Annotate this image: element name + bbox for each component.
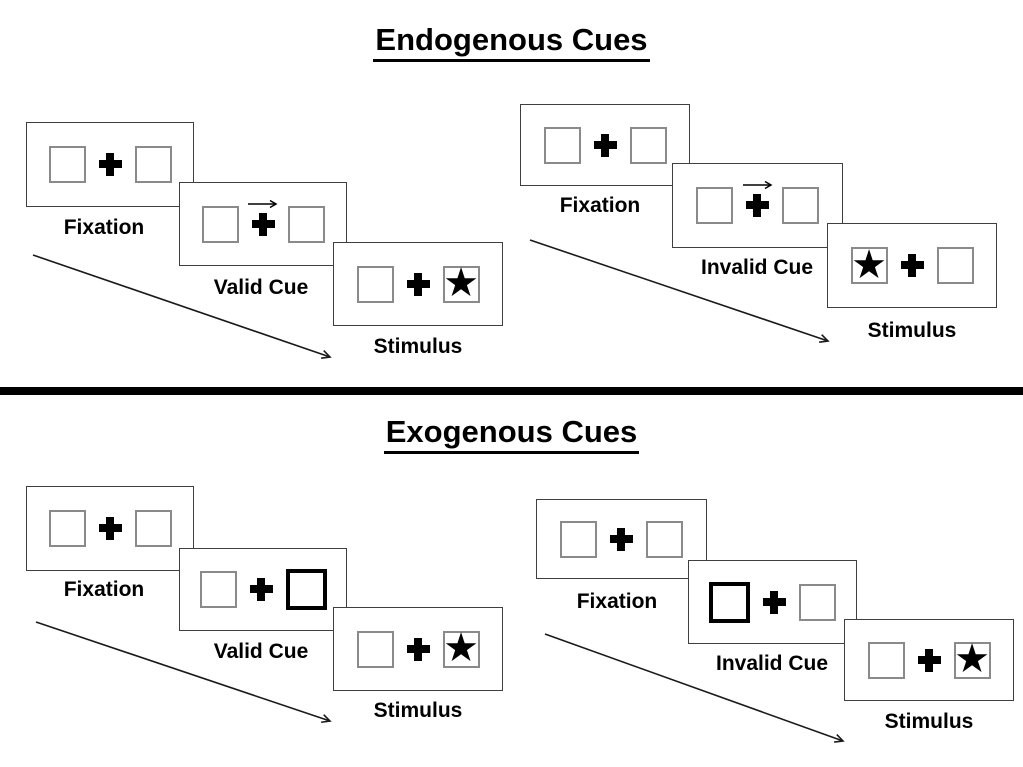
center-stack — [742, 180, 772, 217]
left-placeholder-box — [696, 187, 733, 224]
cue-panel — [688, 560, 857, 644]
center-stack — [98, 517, 122, 540]
right-placeholder-box — [799, 583, 836, 621]
fixation-cross-icon — [900, 254, 924, 277]
section-title-text: Exogenous Cues — [383, 414, 640, 454]
center-stack — [249, 578, 273, 601]
panel-label: Fixation — [576, 590, 658, 613]
panel-label: Fixation — [63, 216, 145, 239]
fixation-panel — [536, 499, 707, 579]
left-placeholder-box — [201, 205, 239, 243]
fixation-cross-icon — [763, 590, 786, 614]
fixation-cross-icon — [98, 153, 122, 176]
panel-label: Stimulus — [373, 335, 463, 358]
cue-arrow-icon — [248, 199, 278, 208]
fixation-cross-icon — [249, 578, 273, 601]
fixation-cross-icon — [746, 194, 769, 217]
center-stack — [248, 199, 278, 236]
center-stack — [610, 527, 633, 551]
left-placeholder-box — [48, 146, 86, 183]
panel-label: Stimulus — [867, 319, 957, 342]
center-stack — [917, 648, 941, 672]
left-placeholder-box — [867, 641, 905, 679]
left-placeholder-box — [356, 265, 394, 303]
right-placeholder-box — [936, 247, 974, 284]
fixation-cross-icon — [917, 648, 941, 672]
cue-panel — [672, 163, 843, 248]
fixation-cross-icon — [406, 272, 430, 296]
cue-panel — [179, 182, 347, 266]
section-title-endogenous: Endogenous Cues — [0, 22, 1023, 62]
star-target-box: ★ — [442, 626, 480, 670]
star-icon: ★ — [443, 261, 479, 305]
section-title-text: Endogenous Cues — [373, 22, 650, 62]
star-icon: ★ — [954, 637, 990, 681]
star-icon: ★ — [851, 242, 887, 287]
stimulus-panel: ★ — [844, 619, 1014, 701]
center-stack — [763, 590, 786, 614]
star-target-box: ★ — [442, 261, 480, 305]
right-placeholder-box — [287, 205, 325, 243]
center-stack — [406, 272, 430, 296]
center-stack — [900, 254, 924, 277]
panel-label: Valid Cue — [213, 640, 309, 663]
panel-label: Valid Cue — [213, 276, 309, 299]
left-placeholder-box — [356, 630, 394, 668]
section-title-exogenous: Exogenous Cues — [0, 414, 1023, 454]
cue-highlight-box — [709, 581, 750, 623]
fixation-panel — [26, 486, 194, 571]
center-stack — [406, 637, 430, 661]
stimulus-panel: ★ — [333, 607, 503, 691]
cue-arrow-icon — [742, 180, 772, 190]
panel-label: Fixation — [559, 194, 641, 217]
fixation-cross-icon — [610, 527, 633, 551]
stimulus-panel: ★ — [333, 242, 503, 326]
time-arrow-icon — [544, 633, 845, 743]
fixation-cross-icon — [406, 637, 430, 661]
panel-label: Fixation — [63, 578, 145, 601]
star-target-box: ★ — [850, 242, 888, 287]
fixation-panel — [26, 122, 194, 207]
stimulus-panel: ★ — [827, 223, 997, 308]
star-icon: ★ — [443, 626, 479, 670]
center-stack — [593, 133, 617, 157]
star-target-box: ★ — [953, 637, 991, 681]
left-placeholder-box — [560, 520, 597, 558]
fixation-cross-icon — [98, 517, 122, 540]
fixation-cross-icon — [251, 212, 275, 236]
fixation-panel — [520, 104, 690, 186]
left-placeholder-box — [48, 510, 86, 547]
left-placeholder-box — [199, 571, 237, 608]
cue-highlight-box — [285, 569, 327, 610]
fixation-cross-icon — [593, 133, 617, 157]
right-placeholder-box — [134, 510, 172, 547]
panel-label: Invalid Cue — [700, 256, 814, 279]
time-arrow-icon — [32, 254, 332, 359]
time-arrow-icon — [529, 239, 830, 344]
panel-label: Stimulus — [884, 710, 974, 733]
right-placeholder-box — [134, 146, 172, 183]
cue-panel — [179, 548, 347, 631]
right-placeholder-box — [782, 187, 819, 224]
center-stack — [98, 153, 122, 176]
panel-label: Invalid Cue — [715, 652, 829, 675]
left-placeholder-box — [543, 126, 581, 164]
panel-label: Stimulus — [373, 699, 463, 722]
time-arrow-icon — [35, 621, 332, 724]
section-divider — [0, 387, 1023, 395]
right-placeholder-box — [629, 126, 667, 164]
right-placeholder-box — [646, 520, 683, 558]
